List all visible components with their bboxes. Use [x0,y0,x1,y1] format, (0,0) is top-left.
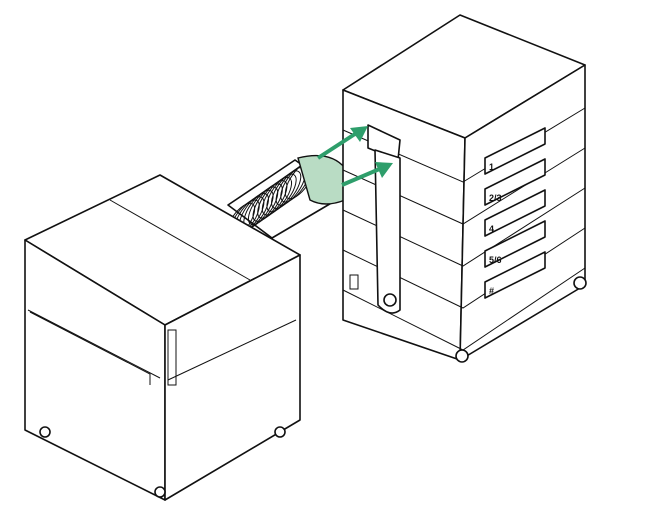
filter-layer-number: 4 [489,224,494,234]
filter-layer-number: 1 [489,162,494,172]
laser-engraver [24,174,301,501]
filter-labels: 1 2/3 4 5/6 # [484,127,546,299]
arrow-head-icon [375,162,393,178]
filter-label-plate [484,127,546,175]
filter-label-plate [484,158,546,206]
filter-label-plate [484,251,546,299]
airflow-arrows [316,126,393,187]
filter-label-plate [484,189,546,237]
filter-layer-number: 5/6 [489,255,502,265]
filter-label-plate [484,220,546,268]
filter-layer-number: # [489,286,494,296]
filter-layer-number: 2/3 [489,193,502,203]
arrow-head-icon [350,126,368,142]
fume-extractor-tower [342,14,587,363]
